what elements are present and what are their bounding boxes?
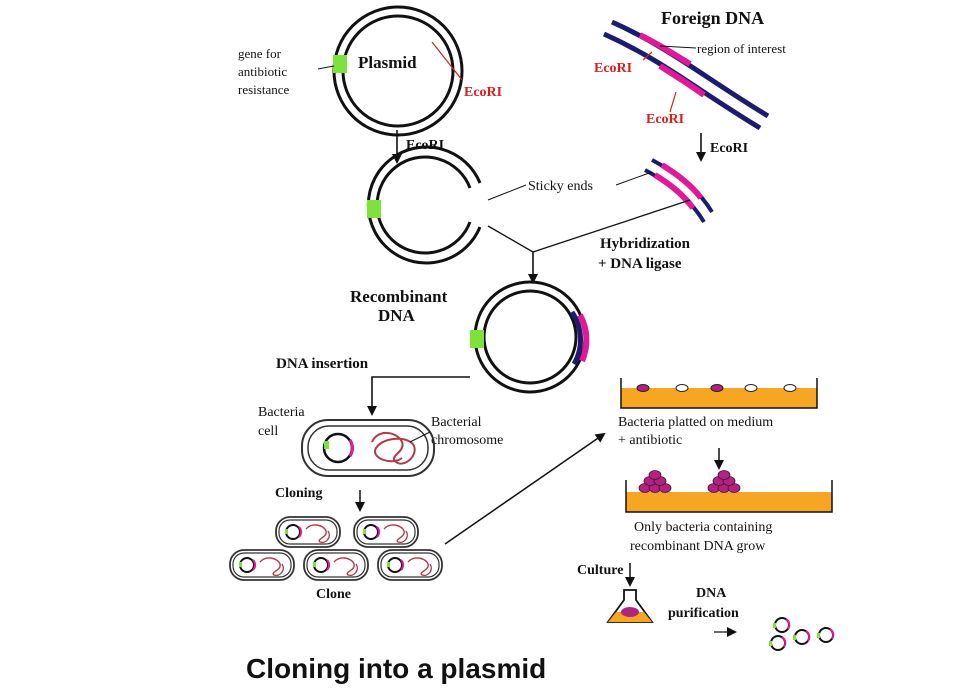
bacterial-chromosome-label: Bacterial xyxy=(431,415,482,430)
ecori-step-right: EcoRI xyxy=(710,141,748,156)
svg-text:cell: cell xyxy=(258,424,278,439)
gene-label: gene for antibiotic resistance xyxy=(238,46,289,97)
plasmid-label: Plasmid xyxy=(358,53,417,72)
bacterial-chromosome xyxy=(371,432,416,465)
recombinant-label: Recombinant xyxy=(350,287,448,306)
clone-cell xyxy=(229,549,295,581)
svg-text:gene for: gene for xyxy=(238,46,282,61)
clone-cell xyxy=(303,549,369,581)
foreign-dna-strands xyxy=(602,19,770,131)
svg-text:recombinant DNA grow: recombinant DNA grow xyxy=(630,539,766,554)
insertion-arrow xyxy=(367,376,470,416)
culture-label: Culture xyxy=(577,563,623,578)
ecori-site-foreign-bottom: EcoRI xyxy=(646,112,684,127)
svg-text:antibiotic: antibiotic xyxy=(238,64,287,79)
resistance-gene-segment xyxy=(333,55,347,73)
plating-arrow xyxy=(444,432,606,545)
hybridization-label: Hybridization xyxy=(600,236,691,252)
cloning-label: Cloning xyxy=(275,486,322,501)
bacteria-cell xyxy=(301,419,435,477)
merge-line-left xyxy=(487,225,534,253)
clone-cell xyxy=(275,516,341,548)
svg-text:resistance: resistance xyxy=(238,82,289,97)
sticky-ends-label: Sticky ends xyxy=(528,179,593,194)
recombinant-plasmid xyxy=(470,280,590,394)
culture-flask xyxy=(606,589,654,623)
bacteria-cell-label: Bacteria xyxy=(258,405,305,420)
purified-plasmid xyxy=(773,617,791,633)
svg-text:+ antibiotic: + antibiotic xyxy=(618,433,682,448)
opened-resistance-gene xyxy=(367,200,381,218)
clone-colony xyxy=(229,516,443,581)
opened-plasmid xyxy=(366,145,482,265)
dna-ligase-label: + DNA ligase xyxy=(598,256,682,272)
clone-label: Clone xyxy=(316,587,351,602)
purified-plasmid xyxy=(817,627,835,643)
page-title: Cloning into a plasmid xyxy=(246,653,546,684)
purified-plasmids xyxy=(769,617,835,651)
purified-plasmid xyxy=(793,629,811,645)
plate-with-medium xyxy=(620,378,818,409)
svg-text:chromosome: chromosome xyxy=(431,433,503,448)
svg-text:purification: purification xyxy=(668,606,739,621)
clone-cell xyxy=(377,549,443,581)
purified-plasmid xyxy=(769,635,787,651)
selection-result-label: Only bacteria containing xyxy=(634,520,772,535)
plated-label: Bacteria platted on medium xyxy=(618,415,773,430)
ecori-site-plasmid: EcoRI xyxy=(464,85,502,100)
region-of-interest-label: region of interest xyxy=(697,41,786,56)
recombinant-insert xyxy=(577,313,590,363)
purification-label: DNA xyxy=(696,586,727,601)
colony-right xyxy=(707,470,741,493)
svg-text:DNA: DNA xyxy=(378,306,416,325)
foreign-dna-label: Foreign DNA xyxy=(661,8,764,28)
plasmid-ring xyxy=(332,5,464,137)
merge-line-right xyxy=(532,199,691,253)
colony-left xyxy=(638,470,672,493)
selective-plate xyxy=(625,470,833,513)
foreign-fragment xyxy=(644,158,714,224)
ecori-site-foreign-top: EcoRI xyxy=(594,61,632,76)
foreign-insert-top xyxy=(638,32,692,67)
dna-insertion-label: DNA insertion xyxy=(276,356,369,372)
foreign-insert-bottom xyxy=(658,63,706,98)
clone-cell xyxy=(353,516,419,548)
